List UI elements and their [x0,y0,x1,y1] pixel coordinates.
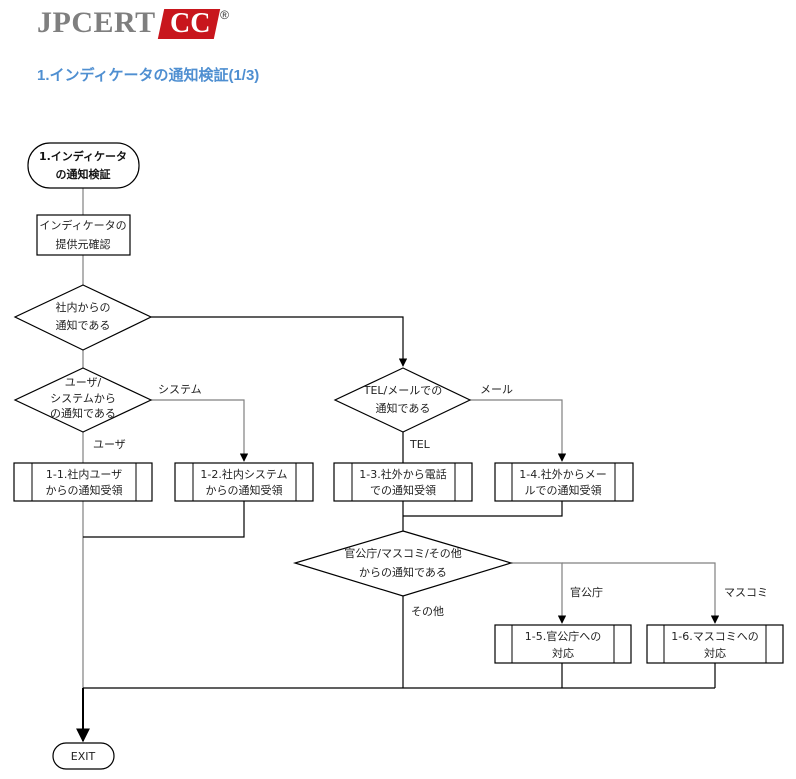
decision-tel-mail: TEL/メールでの 通知である [333,367,472,433]
decision-agency-line1: 官公庁/マスコミ/その他 [344,546,461,560]
logo-text: JPCERT [37,6,156,39]
process-1-3: 1-3.社外から電話 での通知受領 [333,462,473,502]
process-1-6-line1: 1-6.マスコミへの [671,630,758,643]
process-1-4-line1: 1-4.社外からメー [519,467,606,481]
connectors [76,188,720,743]
branch-label-agency: 官公庁 [570,585,603,599]
page-title: 1.インディケータの通知検証(1/3) [37,67,260,84]
process-1-5: 1-5.官公庁への 対応 [494,624,632,664]
process-1-4: 1-4.社外からメー ルでの通知受領 [494,462,634,502]
decision-agency-line2: からの通知である [359,565,447,579]
confirm-label-line2: 提供元確認 [56,237,111,251]
process-1-5-line2: 対応 [552,646,574,660]
start-terminal: 1.インディケータ の通知検証 [27,142,140,189]
decision-tel-mail-line2: 通知である [376,401,431,415]
jpcert-logo: JPCERT CC ® [37,6,229,40]
process-1-4-line2: ルでの通知受領 [525,483,602,497]
branch-label-mail: メール [480,383,513,396]
decision-tel-mail-line1: TEL/メールでの [363,384,443,397]
process-1-6-line2: 対応 [704,646,726,660]
connector-1-4-merge [403,501,563,517]
branch-label-media: マスコミ [724,586,768,599]
decision-user-system-line2: システムから [50,392,116,405]
branch-label-system: システム [158,383,202,396]
start-label-line1: 1.インディケータ [39,149,127,163]
connector-internal-no [151,316,408,367]
process-1-1-line1: 1-1.社内ユーザ [46,467,122,481]
process-1-3-line2: での通知受領 [370,483,436,497]
process-1-1: 1-1.社内ユーザ からの通知受領 [13,462,153,502]
connector-media [562,562,720,624]
process-1-2-line1: 1-2.社内システム [200,467,287,481]
connector-system [151,399,249,462]
decision-user-system-line3: の通知である [50,406,116,420]
process-1-2: 1-2.社内システム からの通知受領 [174,462,314,502]
connector-mail [470,399,567,462]
branch-label-tel: TEL [409,438,431,451]
exit-label: EXIT [71,750,96,763]
decision-internal-line1: 社内からの [56,300,111,314]
decision-internal: 社内からの 通知である [13,284,153,351]
decision-user-system: ユーザ/ システムから の通知である [13,367,153,433]
decision-agency: 官公庁/マスコミ/その他 からの通知である [292,530,514,597]
registered-mark: ® [220,8,229,22]
process-1-1-line2: からの通知受領 [46,483,123,497]
process-1-3-line1: 1-3.社外から電話 [359,467,446,481]
start-label-line2: の通知検証 [56,167,111,181]
exit-terminal: EXIT [52,742,115,770]
decision-internal-line2: 通知である [56,318,111,332]
connector-1-2-merge [83,501,245,538]
process-confirm-source: インディケータの 提供元確認 [36,214,131,256]
process-1-5-line1: 1-5.官公庁への [525,629,601,643]
process-1-2-line2: からの通知受領 [206,483,283,497]
connector-agency [511,562,567,624]
decision-user-system-line1: ユーザ/ [65,376,102,389]
confirm-label-line1: インディケータの [39,218,126,232]
process-1-6: 1-6.マスコミへの 対応 [646,624,784,664]
branch-label-user: ユーザ [93,438,126,451]
branch-label-other: その他 [411,605,444,618]
